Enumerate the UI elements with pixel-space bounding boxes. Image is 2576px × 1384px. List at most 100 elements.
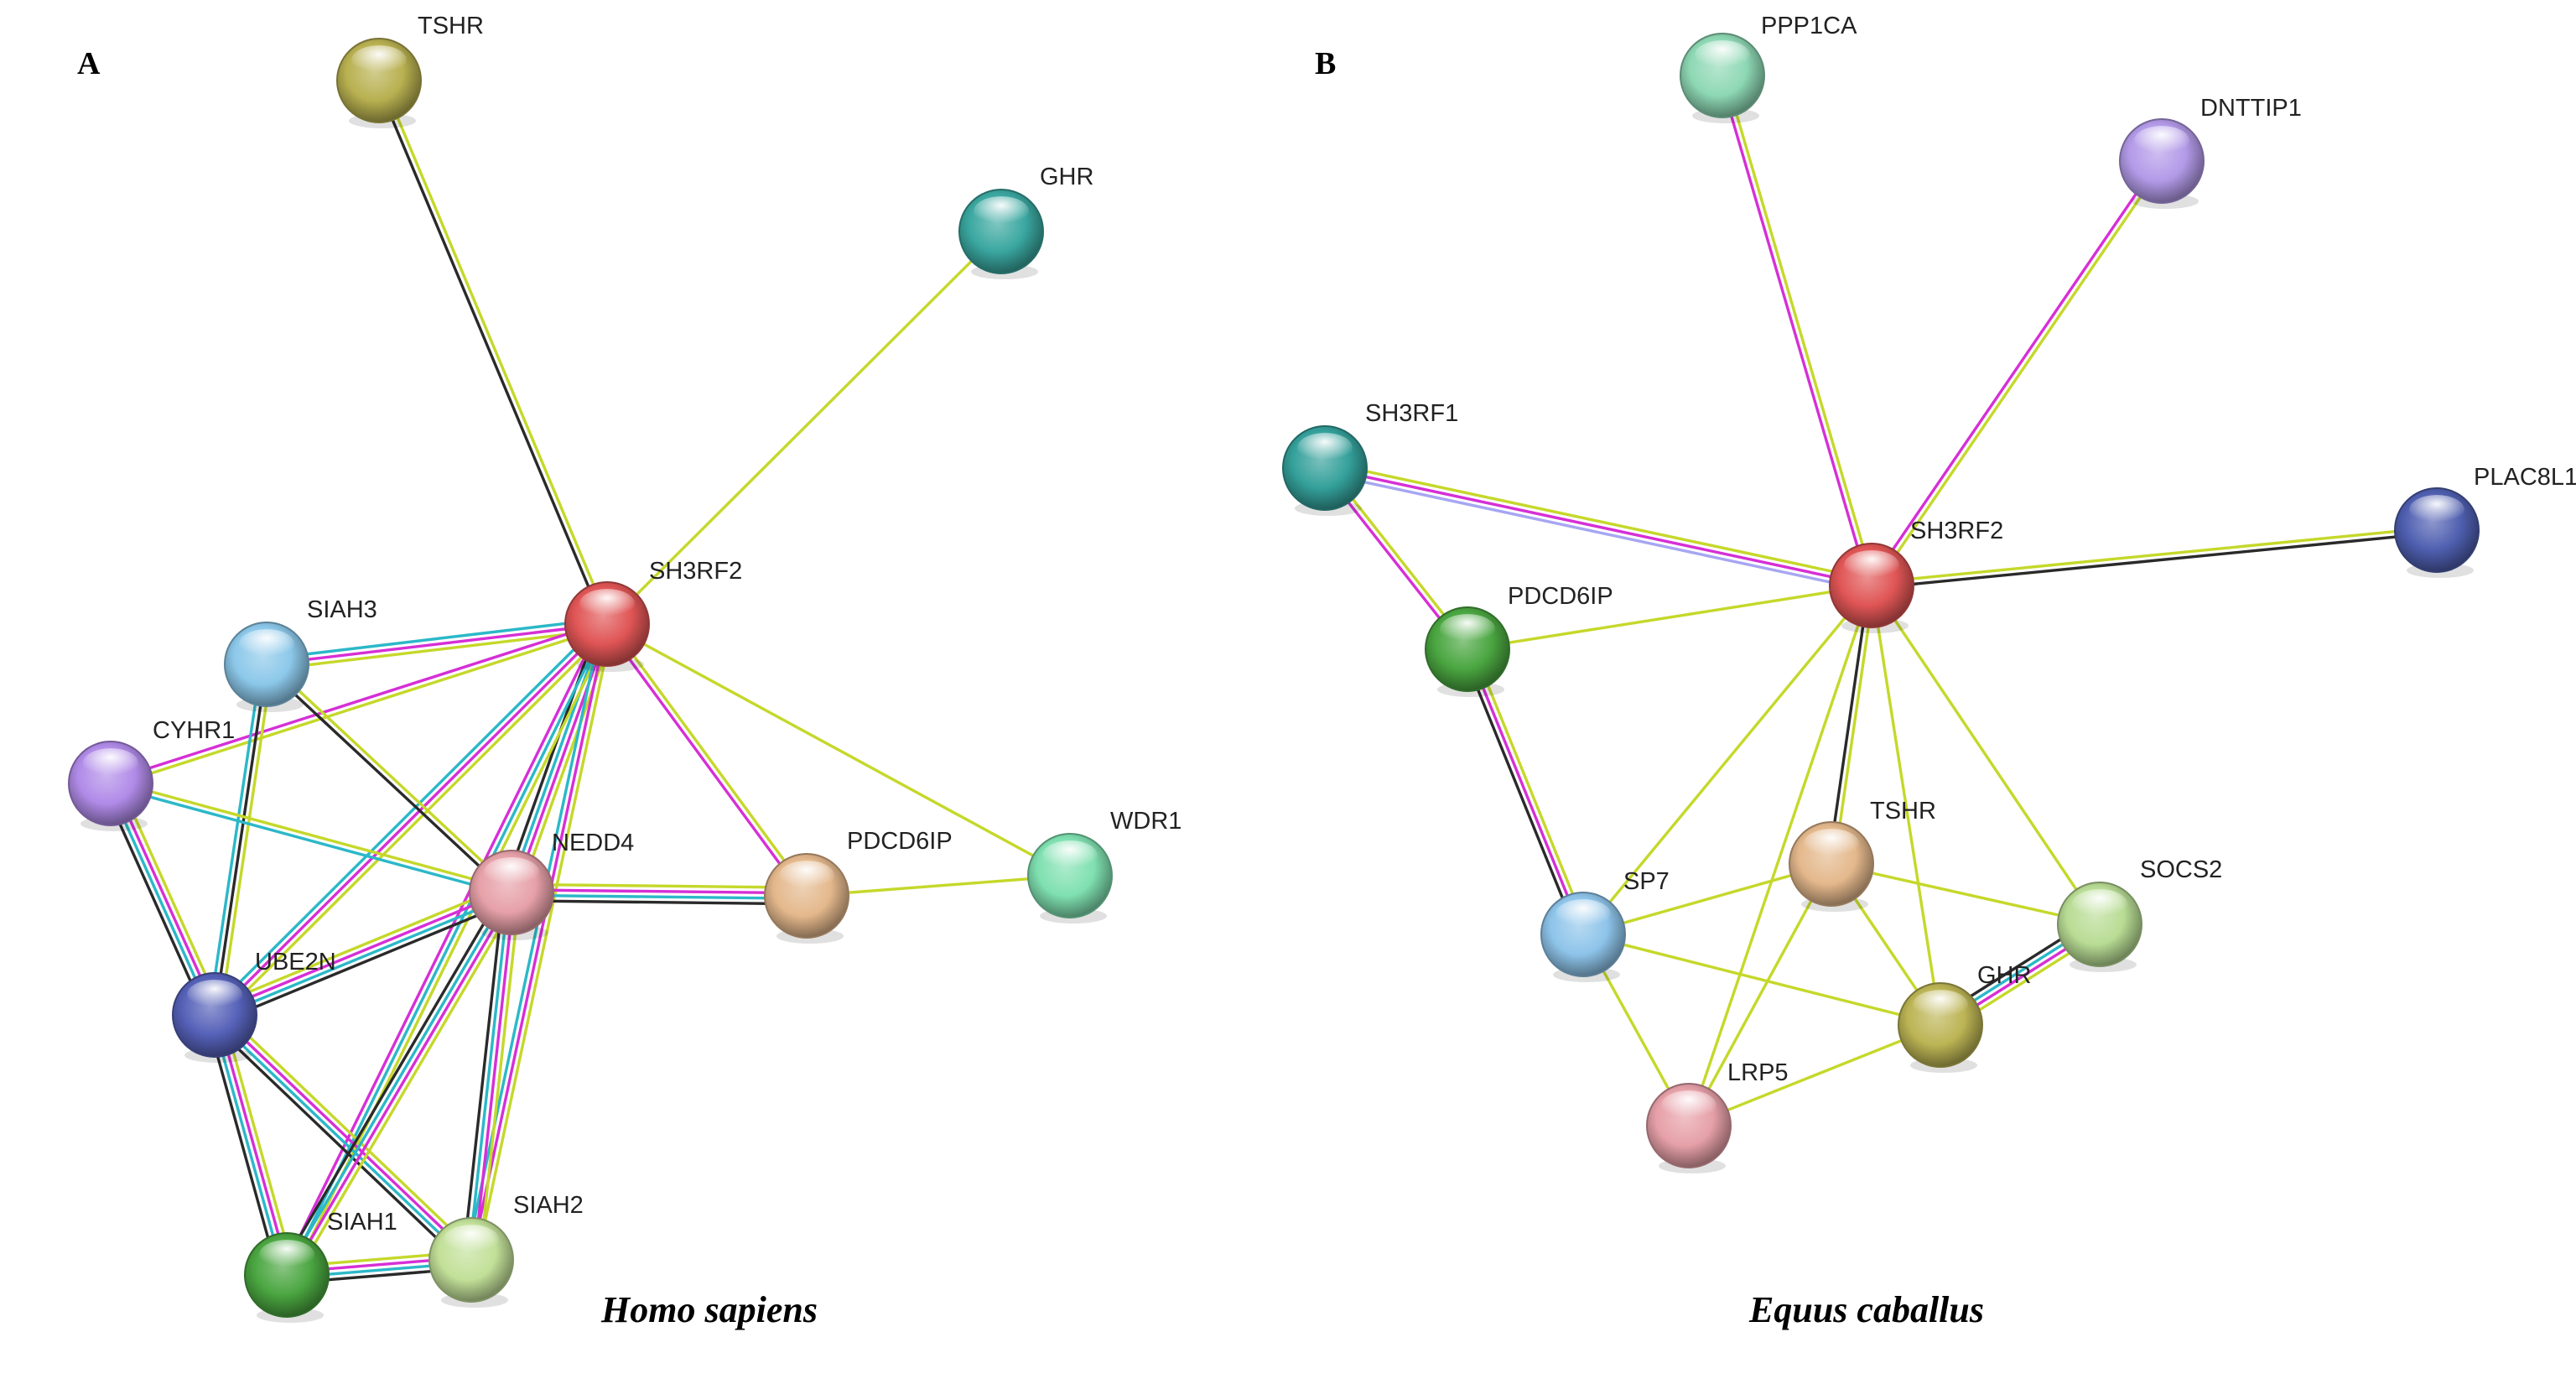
edge-line-coexpression [502, 620, 601, 892]
edge-pdcd6ip-sp7 [1461, 645, 1590, 939]
node-highlight [187, 980, 242, 1010]
edge-line-text [477, 892, 522, 1262]
node-highlight [2134, 126, 2189, 156]
edge-line-database [210, 1014, 286, 1277]
node-label: SIAH3 [307, 596, 377, 623]
edge-line-coexpression [263, 664, 512, 897]
edge-line-coexpression [1827, 583, 1871, 866]
panel-a-species-caption: Homo sapiens [600, 1289, 818, 1330]
node-label: TSHR [418, 13, 484, 39]
node-sh3rf2[interactable]: SH3RF2 [1829, 518, 2003, 633]
node-highlight [1555, 899, 1611, 929]
edge-sh3rf2-siah2 [464, 621, 615, 1263]
edge-line-experiment [213, 622, 609, 1017]
node-sp7[interactable]: SP7 [1540, 868, 1670, 982]
edge-line-text [1870, 584, 2101, 926]
node-label: SOCS2 [2140, 856, 2222, 883]
edge-ube2n-nedd4 [210, 883, 517, 1024]
node-ube2n[interactable]: UBE2N [172, 949, 336, 1063]
node-wdr1[interactable]: WDR1 [1027, 808, 1182, 924]
node-tshr[interactable]: TSHR [1789, 798, 1936, 912]
edge-line-database [464, 621, 604, 1261]
edge-line-coexpression [278, 887, 506, 1272]
node-socs2[interactable]: SOCS2 [2057, 856, 2222, 972]
edge-line-text [1723, 73, 1876, 586]
edge-line-text [1687, 1023, 1942, 1127]
node-highlight [779, 861, 834, 891]
node-lrp5[interactable]: LRP5 [1646, 1059, 1789, 1173]
edge-line-text [219, 1007, 479, 1256]
node-dnttip1[interactable]: DNTTIP1 [2119, 95, 2302, 209]
node-cyhr1[interactable]: CYHR1 [68, 717, 235, 831]
edge-sh3rf2-tshr [1827, 583, 1876, 866]
node-label: PLAC8L1 [2474, 464, 2576, 491]
panel-b-species-caption: Equus caballus [1748, 1289, 1984, 1330]
edge-sh3rf2-ube2n [209, 618, 613, 1021]
node-ppp1ca[interactable]: PPP1CA [1680, 13, 1857, 123]
node-label: DNTTIP1 [2200, 95, 2302, 122]
edge-line-text [1581, 584, 1873, 936]
edge-line-text [1471, 645, 1590, 934]
edge-line-text [1324, 460, 1875, 582]
node-label: TSHR [1870, 798, 1936, 825]
edge-line-text [110, 779, 514, 892]
edge-ppp1ca-sh3rf2 [1718, 73, 1876, 588]
edge-sh3rf2-siah3 [264, 617, 610, 672]
edge-line-text [110, 625, 610, 788]
node-highlight [1661, 1090, 1716, 1121]
node-label: PDCD6IP [847, 828, 953, 855]
node-ghr[interactable]: GHR [1898, 962, 2031, 1073]
panel-b-letter: B [1315, 46, 1336, 81]
edge-line-database [214, 893, 514, 1019]
node-sh3rf2[interactable]: SH3RF2 [564, 558, 742, 672]
node-siah1[interactable]: SIAH1 [244, 1209, 397, 1323]
edge-line-text [605, 230, 1003, 626]
edge-line-text [1869, 526, 2438, 585]
edge-line-text [475, 623, 615, 1263]
node-label: SIAH1 [327, 1209, 397, 1236]
edge-line-coexpression [461, 890, 506, 1261]
edge-line-text [605, 622, 1072, 877]
edge-line-database [207, 662, 263, 1016]
edge-line-database [283, 889, 511, 1276]
node-label: SH3RF1 [1365, 400, 1458, 427]
edge-line-text [517, 625, 616, 897]
edge-line-experiment [472, 891, 516, 1262]
node-pdcd6ip[interactable]: PDCD6IP [764, 828, 953, 944]
node-nedd4[interactable]: NEDD4 [469, 830, 634, 940]
node-siah3[interactable]: SIAH3 [224, 596, 377, 712]
edge-nedd4-siah1 [278, 887, 521, 1281]
edge-nedd4-siah2 [461, 890, 522, 1262]
edge-line-experiment [215, 1011, 475, 1260]
node-label: PDCD6IP [1508, 583, 1613, 610]
node-highlight [2409, 495, 2464, 525]
node-label: SH3RF2 [1910, 518, 2003, 544]
edge-line-text [1466, 584, 1873, 651]
node-plac8l1[interactable]: PLAC8L1 [2394, 464, 2576, 578]
edge-line-experiment [1323, 466, 1873, 587]
edge-sp7-tshr [1581, 862, 1833, 936]
edge-line-database [507, 622, 606, 893]
node-sh3rf1[interactable]: SH3RF1 [1282, 400, 1458, 516]
edge-sh3rf2-wdr1 [605, 622, 1072, 877]
node-siah2[interactable]: SIAH2 [428, 1192, 584, 1308]
edge-ghr-sh3rf2 [605, 230, 1003, 626]
edge-ube2n-siah2 [207, 1007, 479, 1267]
edge-line-experiment [288, 892, 516, 1278]
edge-line-experiment [1718, 75, 1871, 588]
edge-line-database [209, 618, 605, 1013]
node-label: SH3RF2 [649, 558, 742, 585]
edge-siah3-nedd4 [263, 660, 515, 897]
node-highlight [2072, 889, 2127, 919]
node-pdcd6ip[interactable]: PDCD6IP [1425, 583, 1613, 697]
edge-line-text [267, 660, 515, 892]
edge-line-experiment [603, 624, 807, 899]
node-ghr[interactable]: GHR [958, 164, 1093, 279]
edge-line-experiment [212, 888, 512, 1014]
node-tshr[interactable]: TSHR [336, 13, 484, 128]
edge-line-text [1687, 862, 1833, 1127]
edge-sh3rf2-lrp5 [1687, 584, 1873, 1127]
edge-line-coexpression [207, 1019, 467, 1267]
